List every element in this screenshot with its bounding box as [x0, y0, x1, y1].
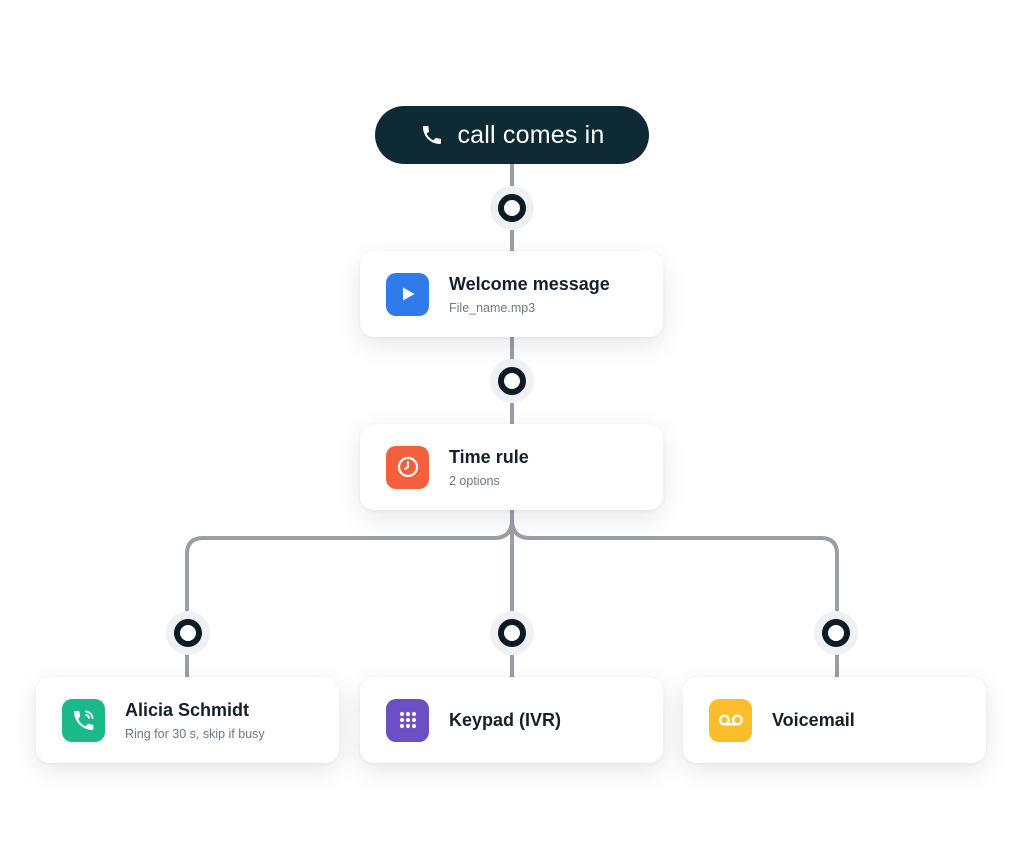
keypad-ivr-node[interactable]: Keypad (IVR) — [360, 677, 663, 763]
junction-dot-2[interactable] — [490, 359, 534, 403]
welcome-message-filename: File_name.mp3 — [449, 300, 536, 315]
time-rule-node[interactable]: Time rule 2 options — [360, 424, 663, 510]
keypad-ivr-title: Keypad (IVR) — [449, 709, 562, 730]
alicia-schmidt-ring-rule: Ring for 30 s, skip if busy — [125, 726, 265, 741]
keypad-icon — [386, 698, 429, 742]
junction-dot-right[interactable] — [814, 611, 858, 655]
phone-icon — [419, 122, 445, 148]
welcome-message-title: Welcome message — [449, 273, 610, 294]
alicia-schmidt-node[interactable]: Alicia Schmidt Ring for 30 s, skip if bu… — [36, 677, 339, 763]
voicemail-title: Voicemail — [772, 709, 855, 730]
voicemail-node[interactable]: Voicemail — [683, 677, 986, 763]
voicemail-icon — [709, 698, 752, 742]
alicia-schmidt-title: Alicia Schmidt — [125, 699, 250, 720]
connector-branch-right — [510, 518, 839, 679]
time-rule-title: Time rule — [449, 446, 529, 467]
connector-branch-left — [185, 508, 514, 679]
call-comes-in-label: call comes in — [457, 120, 605, 149]
junction-dot-1[interactable] — [490, 186, 534, 230]
time-rule-options: 2 options — [449, 473, 500, 488]
call-comes-in-trigger[interactable]: call comes in — [375, 106, 649, 164]
play-icon — [386, 272, 429, 316]
clock-icon — [386, 445, 429, 489]
junction-dot-middle[interactable] — [490, 611, 534, 655]
welcome-message-node[interactable]: Welcome message File_name.mp3 — [360, 251, 663, 337]
phone-ringing-icon — [62, 698, 105, 742]
junction-dot-left[interactable] — [166, 611, 210, 655]
